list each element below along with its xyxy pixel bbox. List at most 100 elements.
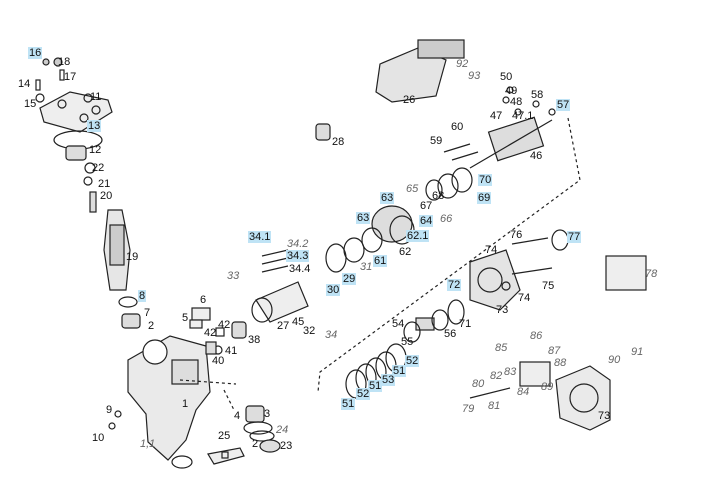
seal-bottom [171, 455, 193, 469]
housing-73 [469, 249, 521, 311]
label-42b: 42 [218, 319, 231, 331]
bracket-hole [221, 451, 229, 459]
valve-body-84 [519, 361, 551, 387]
label-38: 38 [248, 334, 261, 346]
label-78: 78 [645, 268, 658, 280]
label-80: 80 [472, 378, 485, 390]
housing-73-lower [555, 365, 611, 431]
pin-60 [451, 151, 479, 161]
label-40: 40 [212, 355, 225, 367]
label-21: 21 [98, 178, 111, 190]
cover-bolt [57, 99, 67, 109]
cover-bolt [91, 105, 101, 115]
plate-6 [191, 307, 211, 321]
ring-22 [84, 162, 96, 174]
label-52a: 52 [405, 355, 420, 367]
label-49: 49 [505, 85, 518, 97]
label-51a: 51 [392, 365, 407, 377]
housing-rib [171, 359, 199, 385]
label-73a: 73 [496, 304, 509, 316]
label-55: 55 [401, 336, 414, 348]
ring-71 [447, 299, 465, 325]
label-33: 33 [227, 270, 240, 282]
ring-68 [425, 179, 443, 201]
label-6: 6 [200, 294, 207, 306]
label-34-1: 34.1 [248, 231, 272, 243]
screw-79 [469, 387, 511, 399]
label-41: 41 [225, 345, 238, 357]
springs-34 [261, 249, 289, 257]
label-19: 19 [126, 251, 139, 263]
ring-30 [325, 243, 347, 273]
bolt-42 [215, 327, 225, 337]
label-26: 26 [403, 94, 416, 106]
cap-40 [205, 341, 217, 355]
ring-61 [361, 227, 383, 253]
label-1: 1 [182, 398, 189, 410]
label-79: 79 [462, 403, 475, 415]
pin-59 [443, 143, 471, 153]
label-57: 57 [556, 99, 571, 111]
bolt-20 [89, 191, 97, 213]
ring-24 [249, 430, 275, 442]
label-65: 65 [406, 183, 419, 195]
housing-73-lower-bore [569, 383, 599, 413]
label-16: 16 [28, 47, 43, 59]
label-71: 71 [459, 318, 472, 330]
label-70: 70 [478, 174, 493, 186]
label-23: 23 [280, 440, 293, 452]
bearing-2 [121, 313, 141, 329]
label-58: 58 [531, 89, 544, 101]
label-5: 5 [182, 312, 189, 324]
dashed-line-3 [223, 389, 235, 411]
shaft-spline [109, 224, 125, 266]
label-61: 61 [373, 255, 388, 267]
piston-27 [255, 281, 309, 323]
label-64: 64 [419, 215, 434, 227]
label-68: 68 [432, 190, 445, 202]
label-42a: 42 [204, 327, 217, 339]
cap-77 [551, 229, 569, 251]
label-15: 15 [24, 98, 37, 110]
label-81: 81 [488, 400, 501, 412]
module-78 [605, 255, 647, 291]
screw-9 [114, 410, 122, 418]
rings-63 [371, 205, 413, 243]
label-24: 24 [276, 424, 289, 436]
label-25: 25 [218, 430, 231, 442]
ring-55 [403, 321, 421, 343]
label-77: 77 [567, 231, 582, 243]
ring-23 [259, 439, 281, 453]
ring-69 [437, 173, 459, 199]
label-45: 45 [292, 316, 305, 328]
bearing-38 [231, 321, 247, 339]
label-34-3: 34.3 [286, 250, 310, 262]
screw-10 [108, 422, 116, 430]
valve-46 [487, 116, 545, 162]
label-18: 18 [58, 56, 71, 68]
label-2a: 2 [148, 320, 155, 332]
cover-bolt [83, 93, 93, 103]
label-90: 90 [608, 354, 621, 366]
screw-14 [35, 79, 41, 91]
part-57 [548, 108, 556, 116]
nut-74 [501, 281, 511, 291]
label-54: 54 [392, 318, 405, 330]
bracket-25 [207, 447, 245, 465]
label-34-2: 34.2 [287, 238, 309, 250]
label-50: 50 [500, 71, 513, 83]
label-74a: 74 [485, 244, 498, 256]
label-63b: 63 [356, 212, 371, 224]
ring-29 [343, 237, 365, 263]
bearing-12 [65, 145, 87, 161]
spindle-26 [417, 39, 465, 59]
label-9: 9 [106, 404, 113, 416]
label-59: 59 [430, 135, 443, 147]
housing-73-bore [477, 267, 503, 293]
springs-34c [261, 265, 289, 273]
ring-70 [451, 167, 473, 193]
label-62-1: 62.1 [406, 230, 430, 242]
label-69: 69 [477, 192, 492, 204]
label-47-1: 47.1 [512, 110, 534, 122]
